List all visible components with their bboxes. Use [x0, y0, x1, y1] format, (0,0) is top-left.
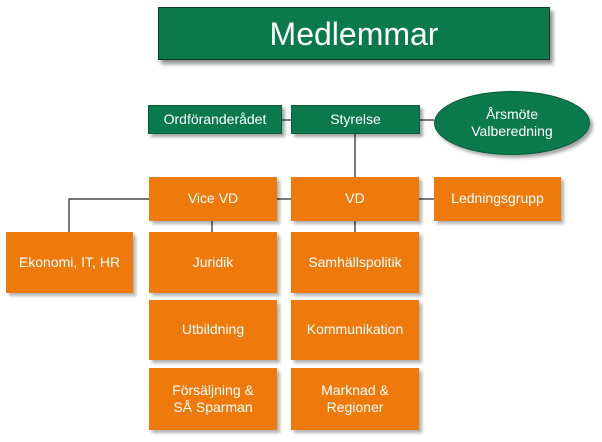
forsaljning-label: Försäljning & [172, 381, 254, 398]
ordforanderadet-box: Ordföranderådet [148, 105, 282, 134]
ekonomi-it-hr-box: Ekonomi, IT, HR [6, 232, 133, 293]
utbildning-box: Utbildning [149, 300, 277, 360]
kommunikation-box: Kommunikation [291, 300, 419, 360]
samhallspolitik-box: Samhällspolitik [291, 232, 419, 293]
forsaljning-box: Försäljning & SÅ Sparman [149, 368, 277, 430]
vice-vd-box: Vice VD [149, 177, 277, 221]
marknad-label: Marknad & [321, 381, 389, 398]
juridik-box: Juridik [149, 232, 277, 293]
regioner-label: Regioner [326, 399, 384, 415]
ledningsgrupp-box: Ledningsgrupp [434, 177, 561, 221]
marknad-regioner-box: Marknad & Regioner [291, 368, 419, 430]
arsmote-label: Årsmöte [485, 106, 539, 123]
arsmote-valberedning-ellipse: Årsmöte Valberedning [434, 91, 590, 155]
styrelse-box: Styrelse [291, 105, 420, 134]
vd-box: VD [291, 177, 419, 221]
connector-vicevd-ekonomi [68, 198, 149, 232]
sa-sparman-label: SÅ Sparman [173, 399, 253, 415]
page-title: Medlemmar [158, 7, 550, 60]
valberedning-label: Valberedning [471, 123, 553, 139]
